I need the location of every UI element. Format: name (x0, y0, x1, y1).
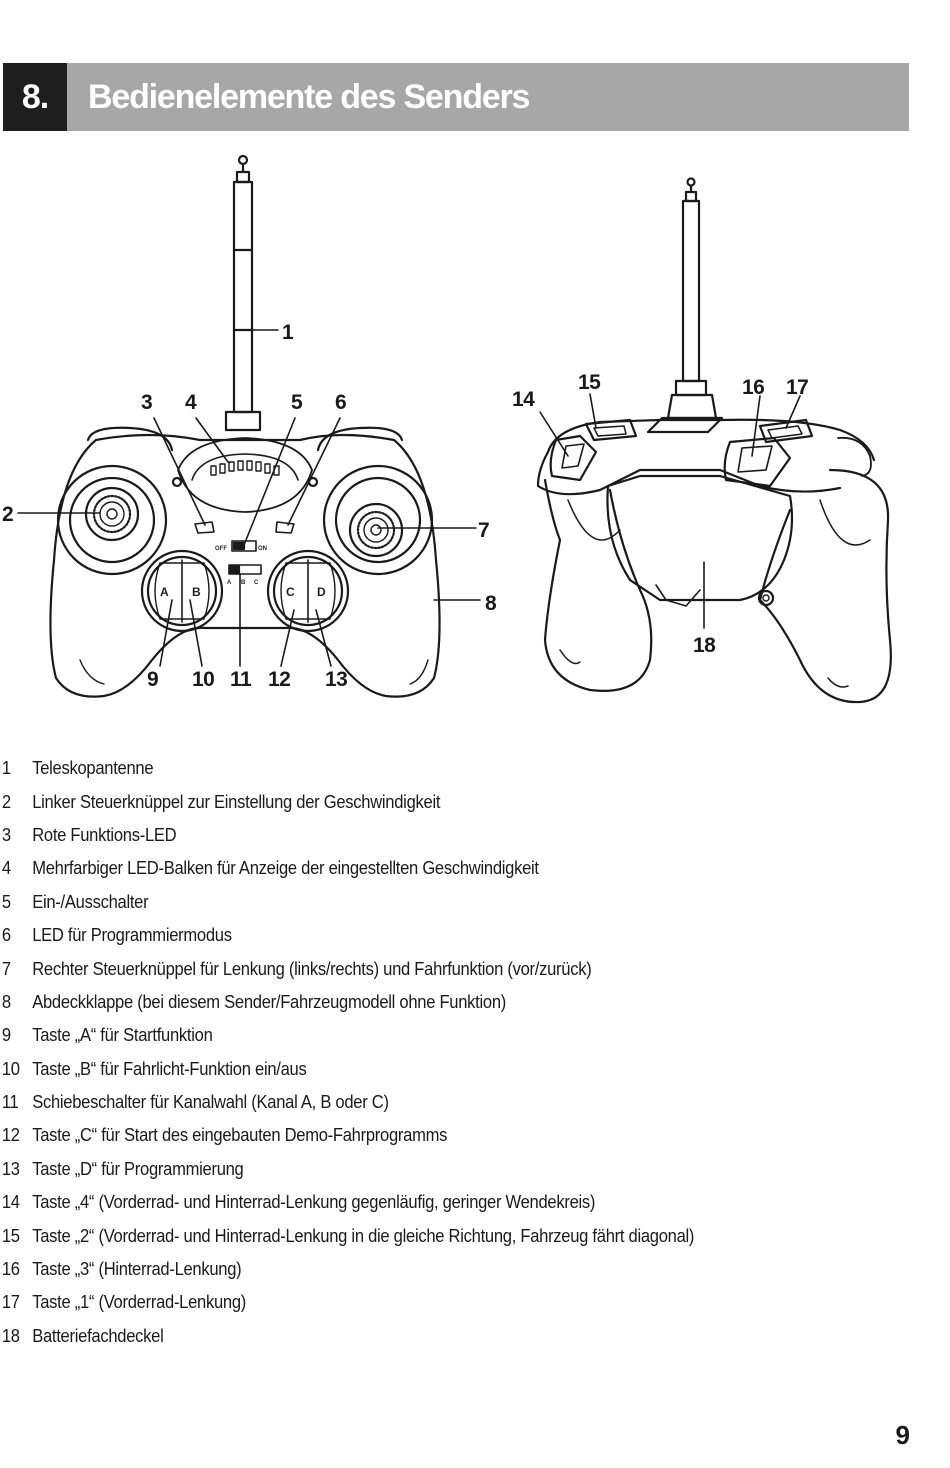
svg-text:ON: ON (258, 546, 267, 552)
svg-text:17: 17 (786, 376, 808, 399)
right-stick (322, 464, 434, 576)
svg-text:7: 7 (478, 519, 489, 542)
svg-text:9: 9 (147, 668, 158, 691)
svg-text:18: 18 (693, 634, 716, 657)
svg-text:16: 16 (742, 376, 764, 399)
back-callout-lines (539, 393, 801, 629)
button-pad-cd: C D (266, 549, 350, 633)
svg-text:14: 14 (512, 388, 535, 411)
svg-text:D: D (317, 585, 326, 599)
button-4 (549, 434, 598, 482)
battery-cover (606, 474, 794, 602)
left-grip (543, 478, 653, 692)
button-1 (758, 418, 814, 444)
page-number: 9 (895, 1420, 910, 1450)
rear-antenna (646, 177, 724, 434)
front-callout-lines (17, 329, 481, 667)
right-grip (758, 468, 892, 704)
svg-text:10: 10 (192, 668, 214, 691)
button-2 (584, 418, 638, 442)
svg-text:2: 2 (2, 503, 13, 526)
svg-text:B: B (192, 585, 201, 599)
svg-text:11: 11 (230, 668, 252, 691)
button-pad-ab: A B (140, 549, 224, 633)
power-switch: OFF ON (215, 540, 267, 552)
red-function-led (171, 476, 183, 488)
section-number: 8. (3, 63, 67, 131)
svg-text:5: 5 (291, 391, 303, 414)
svg-text:1: 1 (282, 321, 294, 344)
back-callout-labels: 14 15 16 17 18 (512, 371, 809, 657)
svg-text:13: 13 (325, 668, 347, 691)
svg-text:C: C (286, 585, 295, 599)
front-view-controller: OFF ON A B C A B C D (49, 154, 441, 698)
back-view-controller (536, 177, 892, 704)
svg-text:6: 6 (335, 391, 346, 414)
svg-text:A: A (227, 580, 232, 586)
section-header: 8. Bedienelemente des Senders (3, 63, 909, 131)
transmitter-diagram: OFF ON A B C A B C D (0, 150, 950, 720)
svg-text:15: 15 (578, 371, 601, 394)
front-callout-labels: 1 2 3 4 5 6 7 8 9 10 11 12 13 (2, 321, 498, 691)
svg-text:B: B (241, 580, 246, 586)
svg-text:8: 8 (485, 592, 497, 615)
svg-text:12: 12 (268, 668, 290, 691)
svg-text:A: A (160, 585, 169, 599)
svg-text:3: 3 (141, 391, 152, 414)
svg-text:C: C (254, 580, 259, 586)
led-bar (210, 460, 280, 476)
left-stick (56, 464, 168, 576)
section-title: Bedienelemente des Senders (67, 63, 909, 131)
svg-text:4: 4 (185, 391, 197, 414)
button-3 (723, 436, 792, 488)
controller-body (49, 433, 441, 698)
svg-text:OFF: OFF (215, 546, 227, 552)
channel-switch: A B C (227, 564, 262, 586)
telescopic-antenna (224, 154, 262, 432)
